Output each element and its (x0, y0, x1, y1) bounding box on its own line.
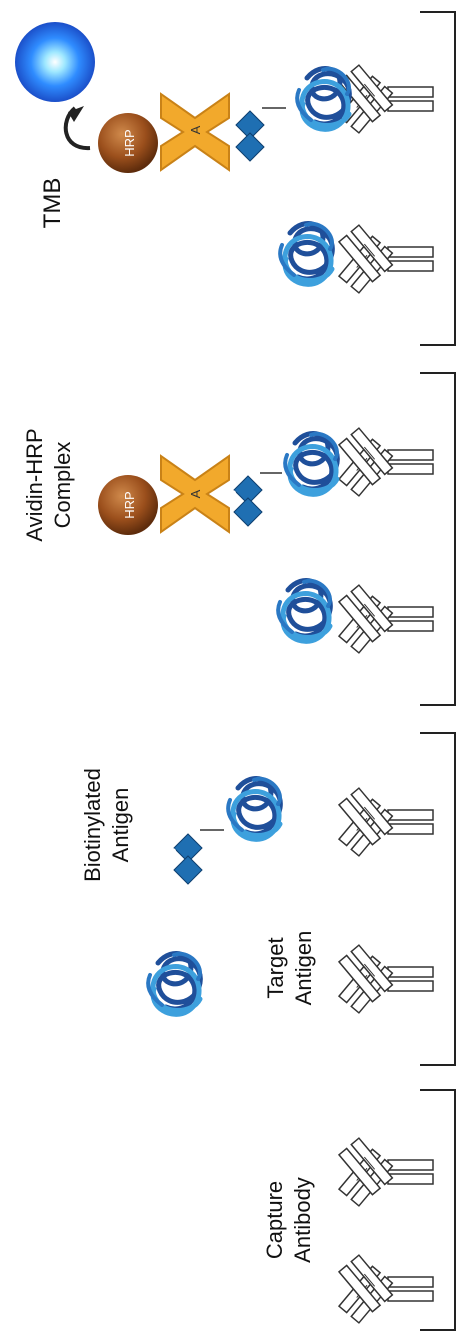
hrp-enzyme (98, 475, 158, 535)
biotinylated-label-line1: Biotinylated (80, 768, 105, 882)
capture-antibody (338, 584, 434, 654)
panel-tmb: B A HRP TMB (15, 11, 456, 346)
panel-bracket (420, 732, 456, 1066)
target-antigen (148, 954, 200, 1015)
target-antigen (297, 69, 349, 130)
target-antigen (278, 581, 330, 642)
capture-antibody (338, 64, 434, 134)
tmb-signal (15, 22, 95, 102)
panel-bracket (420, 372, 456, 706)
svg-text:B: B (164, 848, 179, 857)
biotinylated-antigen (228, 779, 280, 840)
target-label-line2: Antigen (291, 931, 316, 1006)
biotin-tag (173, 833, 203, 885)
panel-avidin-hrp: B A HRP Avidin-HRP Complex (22, 372, 456, 706)
hrp-label: HRP (122, 491, 137, 518)
hrp-label: HRP (122, 129, 137, 156)
panel-bracket (420, 1089, 456, 1331)
hrp-enzyme (98, 113, 158, 173)
capture-antibody (338, 427, 434, 497)
target-antigen (285, 434, 337, 495)
avidin-hrp-label-line1: Avidin-HRP (22, 428, 47, 541)
avidin-label: A (188, 125, 203, 134)
svg-text:B: B (224, 490, 239, 499)
biotin-tag (233, 475, 263, 527)
capture-label-line1: Capture (262, 1181, 287, 1259)
capture-antibody (338, 1254, 434, 1324)
panel-bracket (420, 11, 456, 346)
capture-antibody (338, 224, 434, 294)
panel-antigens: B Biotinylated Antigen Target Antigen (80, 732, 456, 1066)
capture-antibody (338, 787, 434, 857)
target-antigen (280, 224, 332, 285)
panel-capture-antibody: Capture Antibody (262, 1089, 456, 1331)
svg-text:B: B (226, 127, 241, 136)
biotinylated-label-line2: Antigen (108, 788, 133, 863)
avidin-hrp-label-line2: Complex (50, 442, 75, 529)
target-label-line1: Target (263, 937, 288, 998)
capture-label-line2: Antibody (290, 1177, 315, 1263)
tmb-label: TMB (39, 178, 66, 229)
capture-antibody (338, 944, 434, 1014)
capture-antibody (338, 1137, 434, 1207)
avidin-label: A (188, 489, 203, 498)
